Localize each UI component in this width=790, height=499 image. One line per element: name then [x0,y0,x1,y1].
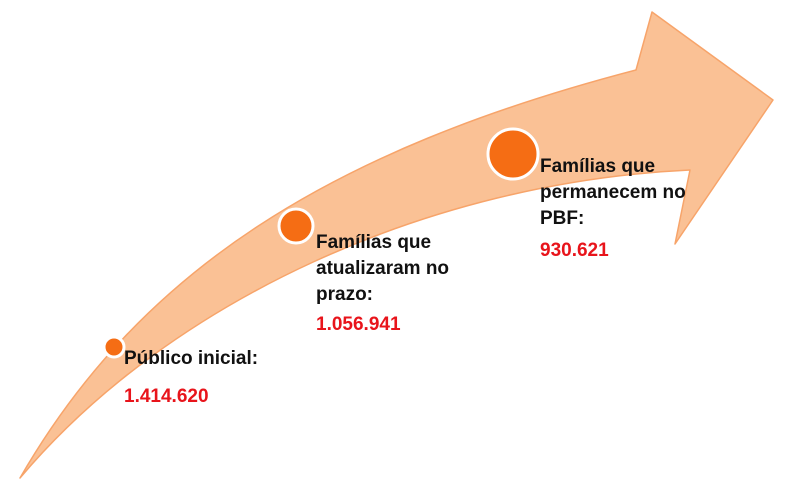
stage-marker-medium [277,207,315,245]
stage-marker-small [102,335,126,359]
stage-label-publico-inicial: Público inicial: [124,348,259,369]
stage-marker-large [486,127,540,181]
stage-label-familias-atualizaram: Famílias que atualizaram no prazo: [316,232,450,305]
stage-value-familias-permanecem: 930.621 [540,240,609,261]
stage-value-publico-inicial: 1.414.620 [124,386,209,407]
curved-arrow-shape [19,11,774,479]
stage-value-familias-atualizaram: 1.056.941 [316,314,401,335]
stage-label-familias-permanecem: Famílias que permanecem no PBF: [540,156,686,229]
